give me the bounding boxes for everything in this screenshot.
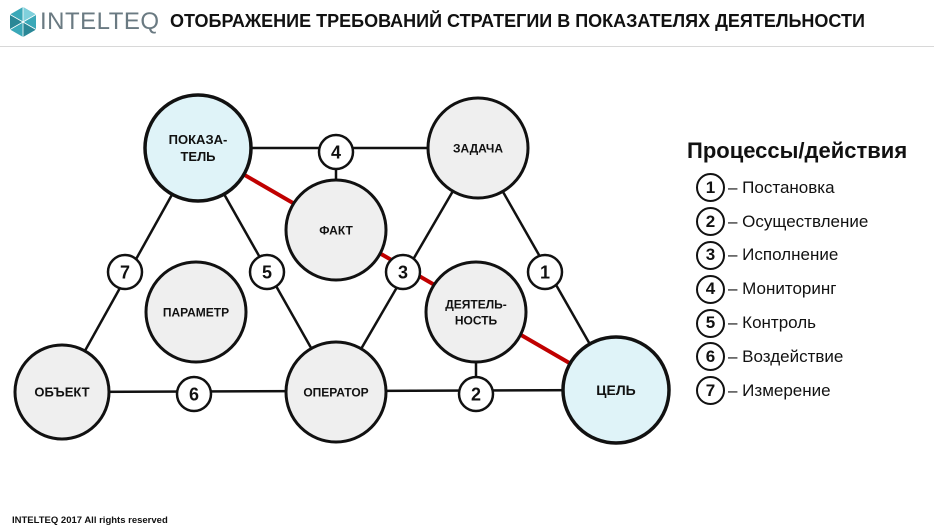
node-label: ТЕЛЬ xyxy=(180,149,215,164)
badge-number: 4 xyxy=(331,143,341,163)
legend: Процессы/действия 1 – Постановка 2 – Осу… xyxy=(687,138,907,408)
badge-number: 5 xyxy=(262,263,272,283)
badge-circle xyxy=(175,375,213,413)
legend-number-badge: 7 xyxy=(696,376,725,406)
node-label: ЗАДАЧА xyxy=(453,141,503,155)
node-circle xyxy=(424,260,528,364)
logo-text: INTELTEQ xyxy=(40,8,160,35)
legend-title: Процессы/действия xyxy=(687,138,908,163)
badge-number: 6 xyxy=(189,385,199,405)
legend-number-badge: 2 xyxy=(696,207,725,237)
footer-copyright: INTELTEQ 2017 All rights reserved xyxy=(12,515,168,526)
badge-circle xyxy=(106,253,144,291)
node-label: НОСТЬ xyxy=(455,313,498,327)
legend-item: 3 – Исполнение xyxy=(696,239,907,273)
process-number-badge: 4 xyxy=(317,133,355,171)
legend-number-badge: 3 xyxy=(696,240,725,270)
badge-number: 1 xyxy=(540,263,550,283)
legend-item: 7 – Измерение xyxy=(696,374,907,408)
legend-label: – Мониторинг xyxy=(728,279,837,299)
node-parametr: ПАРАМЕТР xyxy=(144,260,248,364)
badge-number: 7 xyxy=(120,263,130,283)
badge-number: 3 xyxy=(398,263,408,283)
node-operator: ОПЕРАТОР xyxy=(284,340,388,444)
legend-number-badge: 4 xyxy=(696,274,725,304)
node-circle xyxy=(284,178,388,282)
node-pokazatel: ПОКАЗА- ТЕЛЬ xyxy=(143,93,253,203)
badge-circle xyxy=(384,253,422,291)
badge-circle xyxy=(457,375,495,413)
legend-item: 4 – Мониторинг xyxy=(696,272,907,306)
legend-item: 6 – Воздействие xyxy=(696,340,907,374)
legend-label: – Постановка xyxy=(728,177,835,197)
page-title: ОТОБРАЖЕНИЕ ТРЕБОВАНИЙ СТРАТЕГИИ В ПОКАЗ… xyxy=(170,11,865,31)
node-label: ОБЪЕКТ xyxy=(34,385,89,400)
node-fakt: ФАКТ xyxy=(284,178,388,282)
process-number-badge: 3 xyxy=(384,253,422,291)
node-zadacha: ЗАДАЧА xyxy=(426,96,530,200)
node-circle xyxy=(284,340,388,444)
node-deyatelnost: ДЕЯТЕЛЬ- НОСТЬ xyxy=(424,260,528,364)
node-circle xyxy=(143,93,253,203)
badge-number: 2 xyxy=(471,385,481,405)
header-divider xyxy=(0,46,934,47)
node-label: ОПЕРАТОР xyxy=(303,385,368,399)
legend-label: – Осуществление xyxy=(728,211,869,231)
node-circle xyxy=(13,343,111,441)
legend-number-badge: 1 xyxy=(696,173,725,203)
legend-label: – Воздействие xyxy=(728,346,844,366)
legend-item: 5 – Контроль xyxy=(696,306,907,340)
node-cel: ЦЕЛЬ xyxy=(561,335,671,445)
process-number-badge: 6 xyxy=(175,375,213,413)
node-label: ЦЕЛЬ xyxy=(596,382,635,398)
process-number-badge: 7 xyxy=(106,253,144,291)
badge-circle xyxy=(317,133,355,171)
node-label: ПАРАМЕТР xyxy=(163,305,229,319)
legend-number-badge: 5 xyxy=(696,308,725,338)
badge-circle xyxy=(526,253,564,291)
node-circle xyxy=(144,260,248,364)
badge-circle xyxy=(248,253,286,291)
legend-item: 2 – Осуществление xyxy=(696,205,907,239)
node-obekt: ОБЪЕКТ xyxy=(13,343,111,441)
node-label: ПОКАЗА- xyxy=(169,132,228,147)
node-label: ДЕЯТЕЛЬ- xyxy=(445,297,507,311)
process-number-badge: 2 xyxy=(457,375,495,413)
process-number-badge: 1 xyxy=(526,253,564,291)
node-circle xyxy=(561,335,671,445)
legend-label: – Исполнение xyxy=(728,245,839,265)
logo-hexagon-icon xyxy=(9,7,37,37)
legend-number-badge: 6 xyxy=(696,342,725,372)
legend-item: 1 – Постановка xyxy=(696,171,907,205)
process-number-badge: 5 xyxy=(248,253,286,291)
legend-label: – Контроль xyxy=(728,313,817,333)
node-label: ФАКТ xyxy=(319,223,353,237)
node-circle xyxy=(426,96,530,200)
brand-logo: INTELTEQ xyxy=(8,6,160,38)
legend-label: – Измерение xyxy=(728,380,831,400)
